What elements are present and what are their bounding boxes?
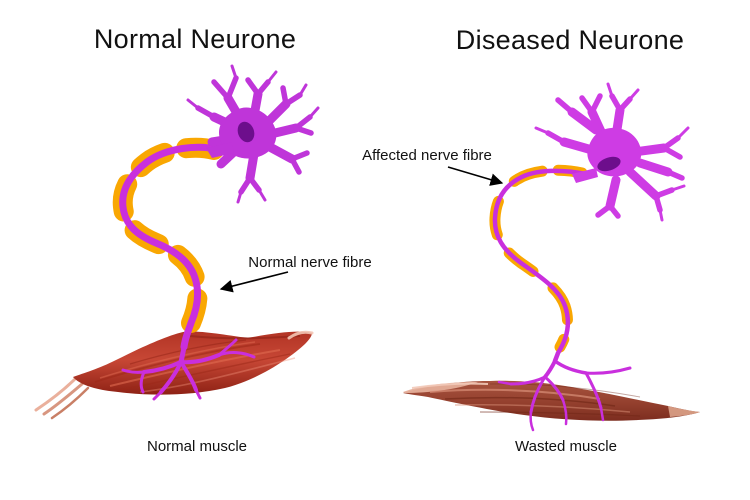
- normal-soma: [186, 64, 320, 204]
- affected-axon: [492, 168, 589, 364]
- normal-neurone-title: Normal Neurone: [93, 24, 297, 54]
- normal-nucleus: [237, 121, 255, 143]
- diseased-neuron-figure: [489, 82, 690, 432]
- diseased-soma: [534, 82, 690, 222]
- affected-fibre-arrow: [447, 166, 504, 186]
- wasted-muscle-figure: [403, 380, 700, 421]
- normal-fibre-arrow: [219, 271, 289, 293]
- normal-muscle-label: Normal muscle: [146, 438, 248, 455]
- affected-axon-terminals: [497, 359, 632, 432]
- normal-axon-terminals: [121, 338, 256, 401]
- diseased-neurone-title: Diseased Neurone: [455, 25, 685, 55]
- affected-fibre-label: Affected nerve fibre: [362, 147, 492, 164]
- diseased-nucleus: [597, 156, 621, 172]
- normal-fibre-label: Normal nerve fibre: [248, 254, 372, 271]
- normal-axon: [119, 143, 224, 351]
- normal-neuron-figure: [112, 64, 320, 401]
- wasted-muscle-label: Wasted muscle: [515, 438, 617, 455]
